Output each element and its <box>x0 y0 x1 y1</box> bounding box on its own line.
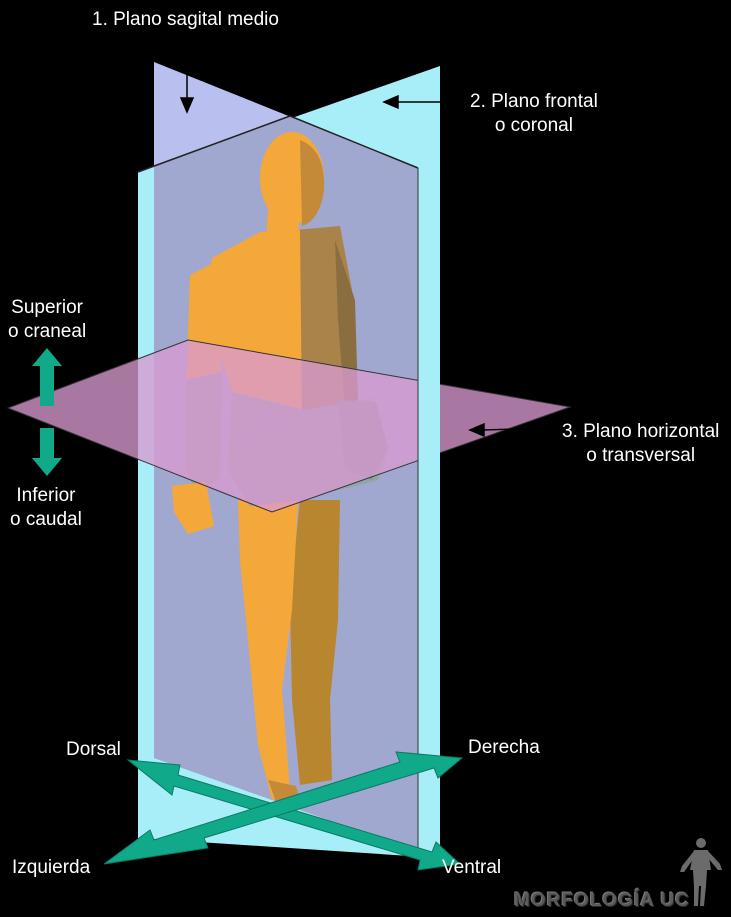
derecha-label: Derecha <box>468 737 540 758</box>
superior-label: Superior o craneal <box>8 297 87 342</box>
vertical-arrows <box>32 348 62 476</box>
frontal-plane-label: 2. Plano frontal o coronal <box>470 91 598 136</box>
superior-arrow <box>32 348 62 406</box>
derecha-izquierda-arrow <box>103 751 464 865</box>
inferior-label: Inferior o caudal <box>10 485 82 530</box>
leader-arrows <box>179 40 557 438</box>
horizontal-plane <box>8 340 570 512</box>
dorsal-label: Dorsal <box>66 739 121 760</box>
frontal-plane-front <box>418 160 440 858</box>
inferior-arrow <box>32 428 62 476</box>
horizontal-plane-label: 3. Plano horizontal o transversal <box>562 421 720 466</box>
ventral-label: Ventral <box>442 857 502 878</box>
direction-arrows <box>103 751 464 871</box>
izquierda-label: Izquierda <box>12 857 91 878</box>
sagittal-plane-label: 1. Plano sagital medio <box>92 9 279 30</box>
watermark: MORFOLOGÍA UC <box>514 890 690 911</box>
watermark-figure-icon <box>680 838 722 906</box>
dorsal-ventral-arrow <box>126 759 462 871</box>
